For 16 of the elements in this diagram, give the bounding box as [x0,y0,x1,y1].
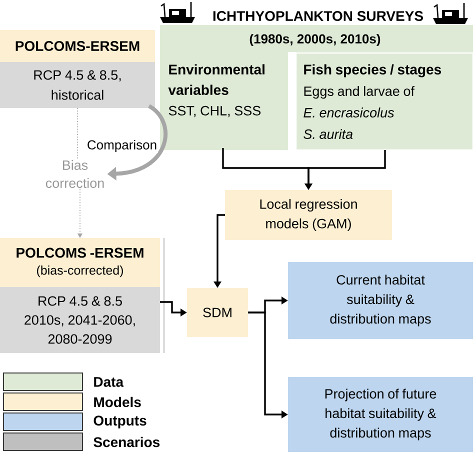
legend-label: Scenarios [94,436,160,448]
output-box: Projection of future habitat suitability & distribution maps [288,377,473,452]
legend-label: Outputs [94,416,146,428]
scenario-box: RCP 4.5 & 8.5, historical [0,62,155,108]
model-box: Local regression models (GAM) [225,190,392,240]
step-label: Bias correction [46,160,104,188]
model-box: POLCOMS-ERSEM [0,30,155,62]
scenario-box: RCP 4.5 & 8.5 2010s, 2041-2060, 2080-2099 [0,287,160,353]
output-box: Current habitat suitability & distribution maps [288,262,473,339]
model-box: POLCOMS -ERSEM (bias-corrected) [0,238,160,287]
model-box: SDM [187,288,248,337]
legend-label: Data [94,377,124,387]
edge-label: Comparison [86,138,158,154]
dotted-line [77,108,78,160]
legend-label: Models [94,396,141,408]
heading: ICHTHYOPLANKTON SURVEYS [213,11,423,21]
